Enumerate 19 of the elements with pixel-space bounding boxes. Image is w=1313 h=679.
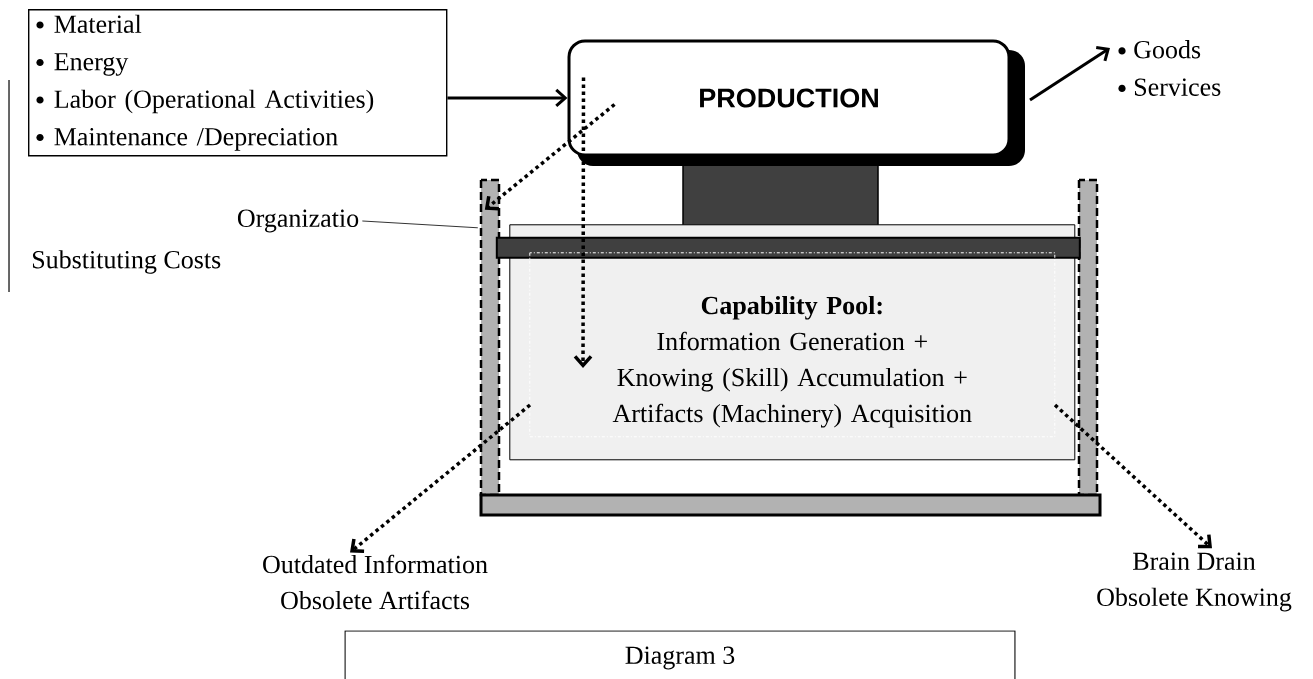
organization-label: Organizatio [237, 209, 359, 233]
caption-box: Diagram 3 [344, 630, 1016, 679]
node-label: Goods [1134, 40, 1201, 59]
side-label: Substituting Costs [32, 250, 221, 274]
leader-line [361, 220, 479, 229]
arrow [484, 103, 616, 211]
output-list: Goods Services [1118, 40, 1221, 96]
arrow [573, 77, 593, 368]
input-list-box: Material Energy Labor (Operational Activities) Maintenance /Depreciation [28, 9, 448, 157]
organization-frame [479, 178, 1102, 517]
outcome-label: Outdated Information Obsolete Artifacts [263, 554, 488, 610]
capability-pool-box: Capability Pool: Information Generation + Knowing (Skill) Accumulation + Artifacts (Machinery) Acquisition [495, 224, 1081, 461]
arrow [1053, 403, 1212, 549]
arrow [447, 88, 568, 108]
outcome-label: Brain Drain Obsolete Knowing [1097, 552, 1292, 612]
node-label: Services [1134, 78, 1221, 96]
arrow [1029, 45, 1110, 102]
process-box: PRODUCTION [567, 39, 1025, 237]
arrow [350, 403, 532, 554]
